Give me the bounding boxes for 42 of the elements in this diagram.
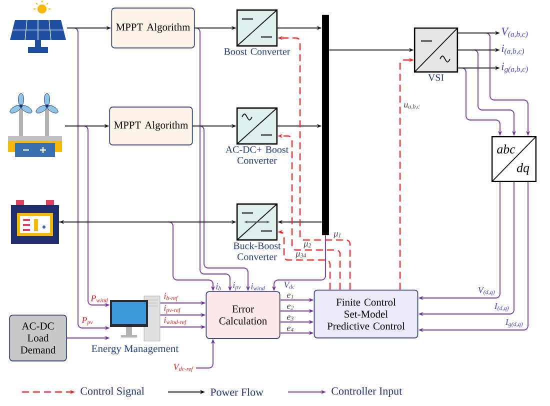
- process-box: MPPT Algorithm: [109, 106, 193, 146]
- process-box: MPPT Algorithm: [111, 8, 195, 48]
- converter-label: Buck-Boost Converter: [233, 242, 281, 260]
- edge-label: i$_{pv}$: [233, 282, 241, 290]
- converter-label: Boost Converter: [224, 48, 290, 55]
- edge-label: I$_{g(d,q)}$: [505, 319, 523, 328]
- edge-label: i$_{b-ref}$: [164, 292, 178, 302]
- edge-label: e$_{1}$: [286, 294, 294, 299]
- edge-label: P$_{wind}$: [90, 295, 108, 302]
- edge-label: e$_{2}$: [286, 304, 294, 310]
- edge-label: μ$_{2}$: [304, 242, 312, 248]
- edge-label: i$_{pv-ref}$: [164, 304, 181, 314]
- signal-label: V$_{(a,b,c)}$: [502, 28, 528, 38]
- legend-item: Control Signal: [22, 387, 144, 397]
- converter-label: VSI: [428, 74, 444, 81]
- wind-turbine-drawing: [8, 93, 62, 157]
- solar-panel-drawing: [10, 0, 66, 53]
- node-caption: Energy Management: [92, 345, 179, 354]
- edge-label: V$_{(d,q)}$: [478, 287, 495, 296]
- legend-item: Power Flow: [168, 388, 264, 396]
- battery-drawing: [11, 200, 59, 244]
- edge-label: V$_{dc-ref}$: [174, 364, 194, 372]
- edge-label: i$_{b}$: [216, 283, 221, 290]
- edge-label: μ$_{34}$: [296, 252, 306, 258]
- edge-label: e$_{3}$: [286, 316, 294, 321]
- edge-label: i$_{wind}$: [251, 283, 265, 290]
- edge-label: u$_{a,b,c}$: [404, 103, 420, 110]
- edge-label: μ$_{1}$: [334, 232, 341, 238]
- process-box: Finite Control Set-Model Predictive Control: [314, 290, 418, 338]
- legend-item: Controller Input: [288, 387, 402, 397]
- signal-label: i$_{g(a,b,c)}$: [502, 62, 528, 74]
- edge-label: e$_{4}$: [286, 326, 294, 332]
- process-box: AC-DC Load Demand: [9, 314, 67, 362]
- edge-label: i$_{wind-ref}$: [164, 316, 187, 326]
- edge-label: P$_{pv}$: [82, 317, 93, 326]
- converter-label: AC-DC+ Boost Converter: [226, 146, 289, 164]
- edge-label: V$_{dc}$: [284, 282, 295, 289]
- signal-label: i$_{(a,b,c)}$: [502, 44, 524, 56]
- process-box: Error Calculation: [206, 291, 280, 339]
- transform-box: abc dq: [491, 136, 537, 182]
- bus-bar: [322, 14, 329, 236]
- edge-label: I$_{(d,q)}$: [494, 303, 509, 312]
